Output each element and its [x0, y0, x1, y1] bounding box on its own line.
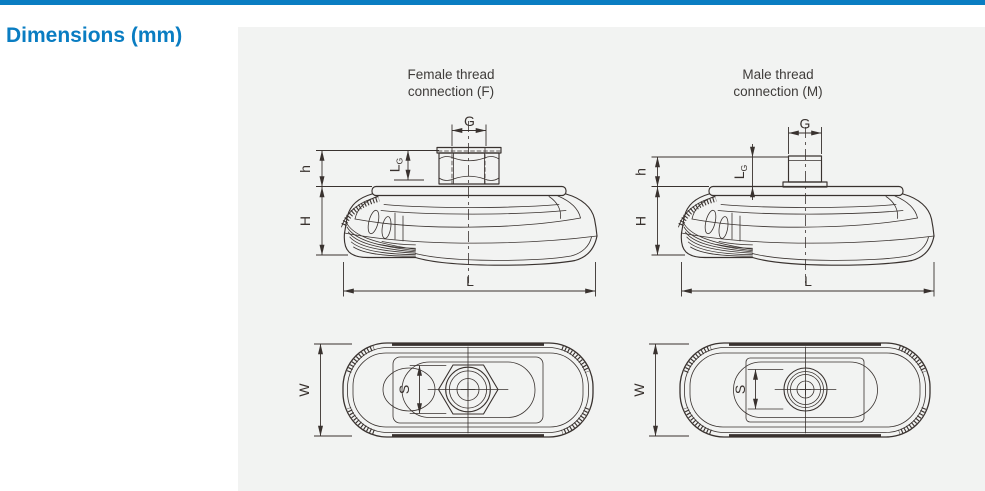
female-dim-S: S: [396, 365, 422, 414]
dim-label-L-male: L: [804, 273, 812, 289]
dim-label-S-female: S: [396, 385, 412, 394]
female-caption-line1: Female thread: [407, 67, 495, 82]
female-bottom-view: S W: [296, 343, 593, 437]
male-bottom-shell: [680, 343, 930, 437]
dim-label-W-female: W: [296, 383, 312, 397]
male-caption-line2: connection (M): [733, 84, 823, 99]
male-bottom-interior: [733, 346, 878, 434]
female-caption: Female thread connection (F): [365, 66, 537, 100]
top-accent-bar: [0, 0, 985, 5]
dim-label-h-female: h: [297, 165, 313, 173]
male-stud: [782, 155, 828, 188]
dim-label-S-male: S: [732, 385, 748, 394]
male-dim-L: L: [681, 262, 935, 297]
dim-label-H-female: H: [297, 216, 313, 226]
female-dim-L: L: [343, 262, 596, 297]
female-bottom-interior: [382, 346, 544, 434]
dim-label-L-female: L: [466, 273, 474, 289]
female-dim-W: W: [296, 343, 352, 437]
dim-label-H-male: H: [633, 216, 649, 226]
dim-label-lg-male: LG: [731, 165, 749, 179]
female-hex-nut: [436, 146, 502, 185]
male-dim-g: G: [788, 116, 822, 154]
female-dim-h: h: [297, 150, 439, 187]
male-dim-W: W: [631, 343, 689, 437]
dim-label-g-female: G: [464, 113, 475, 129]
technical-drawing: G LG h H L: [296, 113, 985, 491]
female-caption-line2: connection (F): [407, 84, 495, 99]
female-dim-g: G: [451, 113, 487, 146]
male-caption: Male thread connection (M): [692, 66, 864, 100]
male-dim-H: H: [633, 186, 685, 256]
dim-label-g-male: G: [800, 116, 811, 132]
female-dim-H: H: [297, 186, 348, 256]
male-caption-line1: Male thread: [742, 67, 814, 82]
dim-label-lg-female: LG: [387, 158, 405, 172]
dim-label-h-male: h: [633, 168, 649, 176]
male-dim-S: S: [732, 369, 758, 410]
male-side-view: G LG h H L: [633, 116, 935, 297]
male-dim-h: h: [633, 156, 789, 187]
dim-label-W-male: W: [631, 383, 647, 397]
male-cup-body: [679, 187, 935, 266]
male-bottom-view: S W: [631, 343, 930, 437]
female-dim-lg: LG: [387, 150, 424, 181]
female-cup-body: [342, 187, 598, 266]
drawing-panel: [238, 27, 985, 491]
male-dim-lg: LG: [731, 144, 755, 200]
page-title: Dimensions (mm): [6, 24, 183, 47]
female-side-view: G LG h H L: [297, 113, 597, 297]
